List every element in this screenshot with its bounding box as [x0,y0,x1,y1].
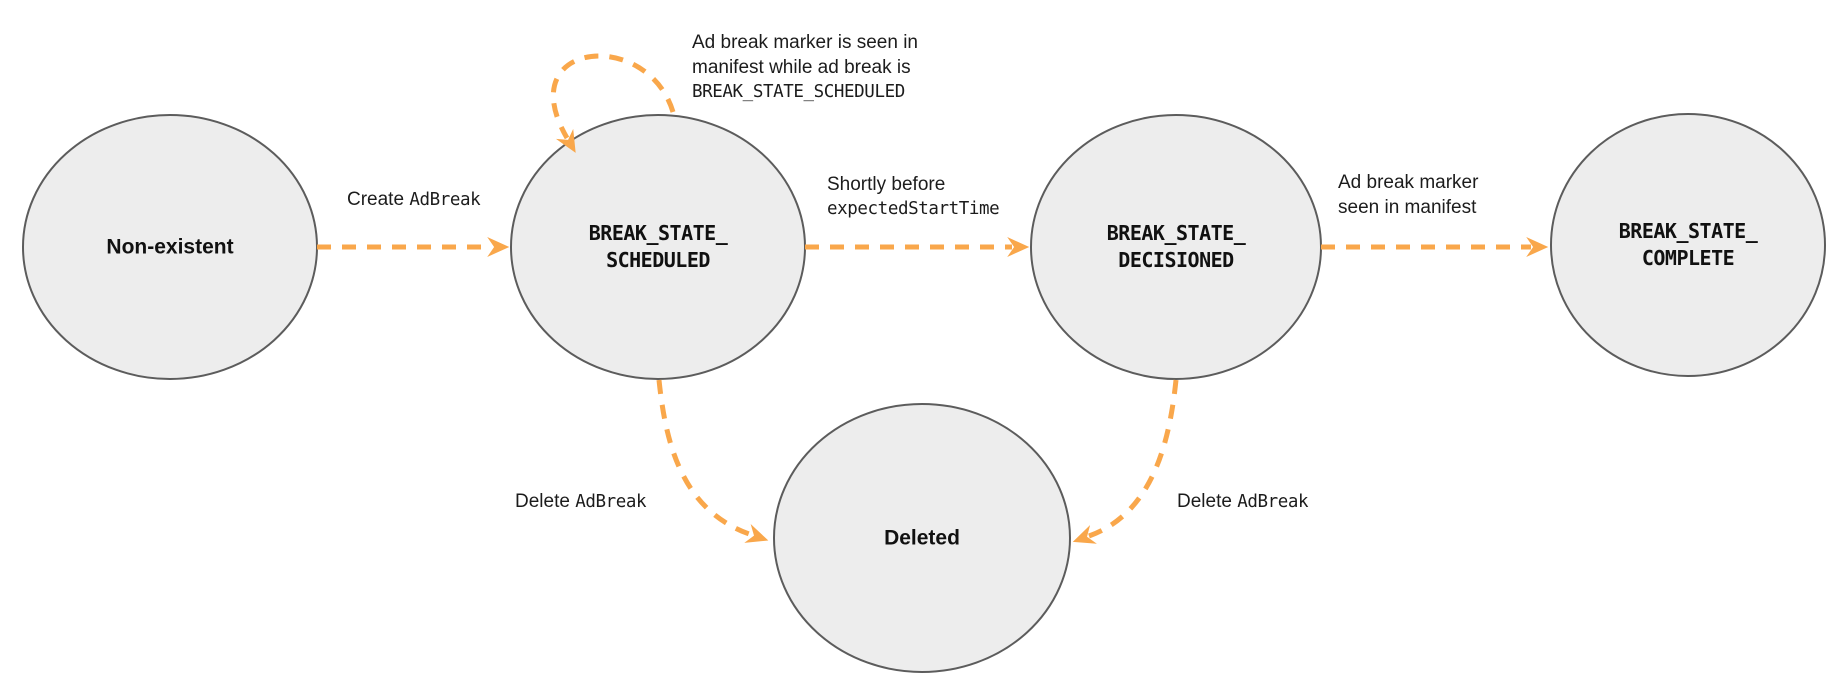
edge-label-line: Ad break marker is seen in [692,32,918,53]
state-label-line: SCHEDULED [606,248,710,272]
edge-label-code: AdBreak [575,492,647,512]
edge-delete-adbreak-left-arrow [656,379,769,543]
state-label-non-existent: Non-existent [106,235,234,259]
edge-label-line: Ad break marker [1338,172,1479,193]
edge-label-text: Delete [515,491,570,512]
state-label-break-state-scheduled: BREAK_STATE_ SCHEDULED [589,220,728,274]
edge-label-code: AdBreak [409,190,481,210]
state-node-break-state-complete [1550,113,1826,377]
edge-label-marker-seen-manifest: Ad break marker seen in manifest [1338,170,1478,220]
state-label-line: BREAK_STATE_ [1618,219,1758,243]
edge-label-shortly-before: Shortly before expectedStartTime [827,172,1000,222]
edge-label-line: seen in manifest [1338,197,1477,218]
edge-label-line: manifest while ad break is [692,57,911,78]
state-label-break-state-complete: BREAK_STATE_ COMPLETE [1619,218,1758,272]
state-label-line: BREAK_STATE_ [1106,221,1246,245]
edge-label-text: Delete [1177,491,1232,512]
edge-label-marker-seen-loop: Ad break marker is seen in manifest whil… [692,30,918,105]
state-node-deleted [773,403,1071,673]
state-label-break-state-decisioned: BREAK_STATE_ DECISIONED [1107,220,1246,274]
edge-delete-adbreak-right-arrow [1072,379,1179,544]
edge-label-code: BREAK_STATE_SCHEDULED [692,82,905,102]
state-label-line: DECISIONED [1118,248,1234,272]
edge-marker-seen-loop-arrow [550,53,676,153]
edge-label-code: AdBreak [1237,492,1309,512]
state-label-line: COMPLETE [1641,246,1735,270]
state-label-line: BREAK_STATE_ [588,221,728,245]
edge-label-text: Create [347,189,405,210]
state-label-deleted: Deleted [884,526,960,550]
edge-label-code: expectedStartTime [827,199,1000,219]
edge-label-text: Shortly before [827,174,946,195]
